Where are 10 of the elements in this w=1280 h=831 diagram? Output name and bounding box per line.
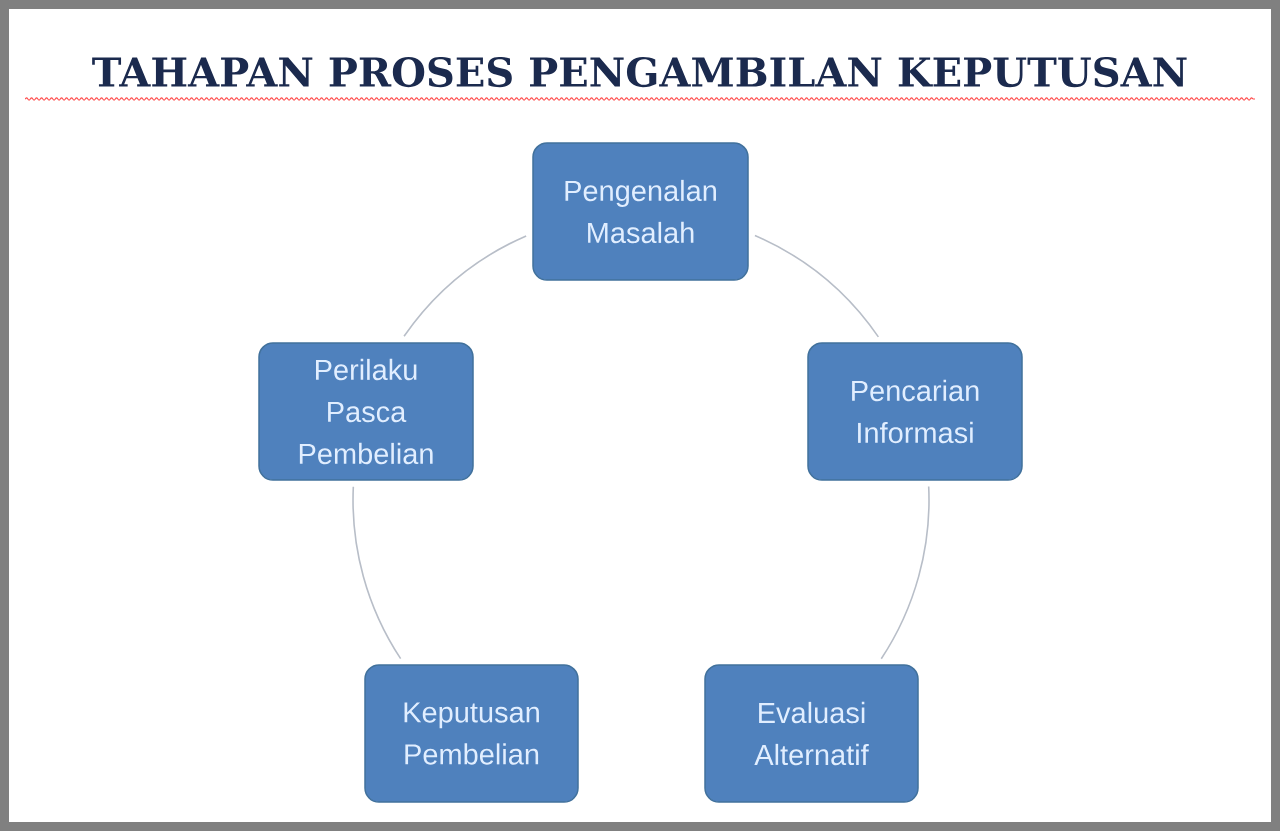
connector-arc — [754, 234, 880, 338]
connector-arc — [880, 485, 930, 660]
process-box: Perilaku Pasca Pembelian — [258, 342, 474, 481]
process-box: Pencarian Informasi — [807, 342, 1023, 481]
connector-arc — [352, 485, 402, 660]
process-box: Evaluasi Alternatif — [704, 664, 919, 803]
title: TAHAPAN PROSES PENGAMBILAN KEPUTUSAN — [92, 56, 1187, 88]
process-box: Pengenalan Masalah — [532, 142, 749, 281]
process-box: Keputusan Pembelian — [364, 664, 579, 803]
connector-arc — [403, 235, 527, 338]
